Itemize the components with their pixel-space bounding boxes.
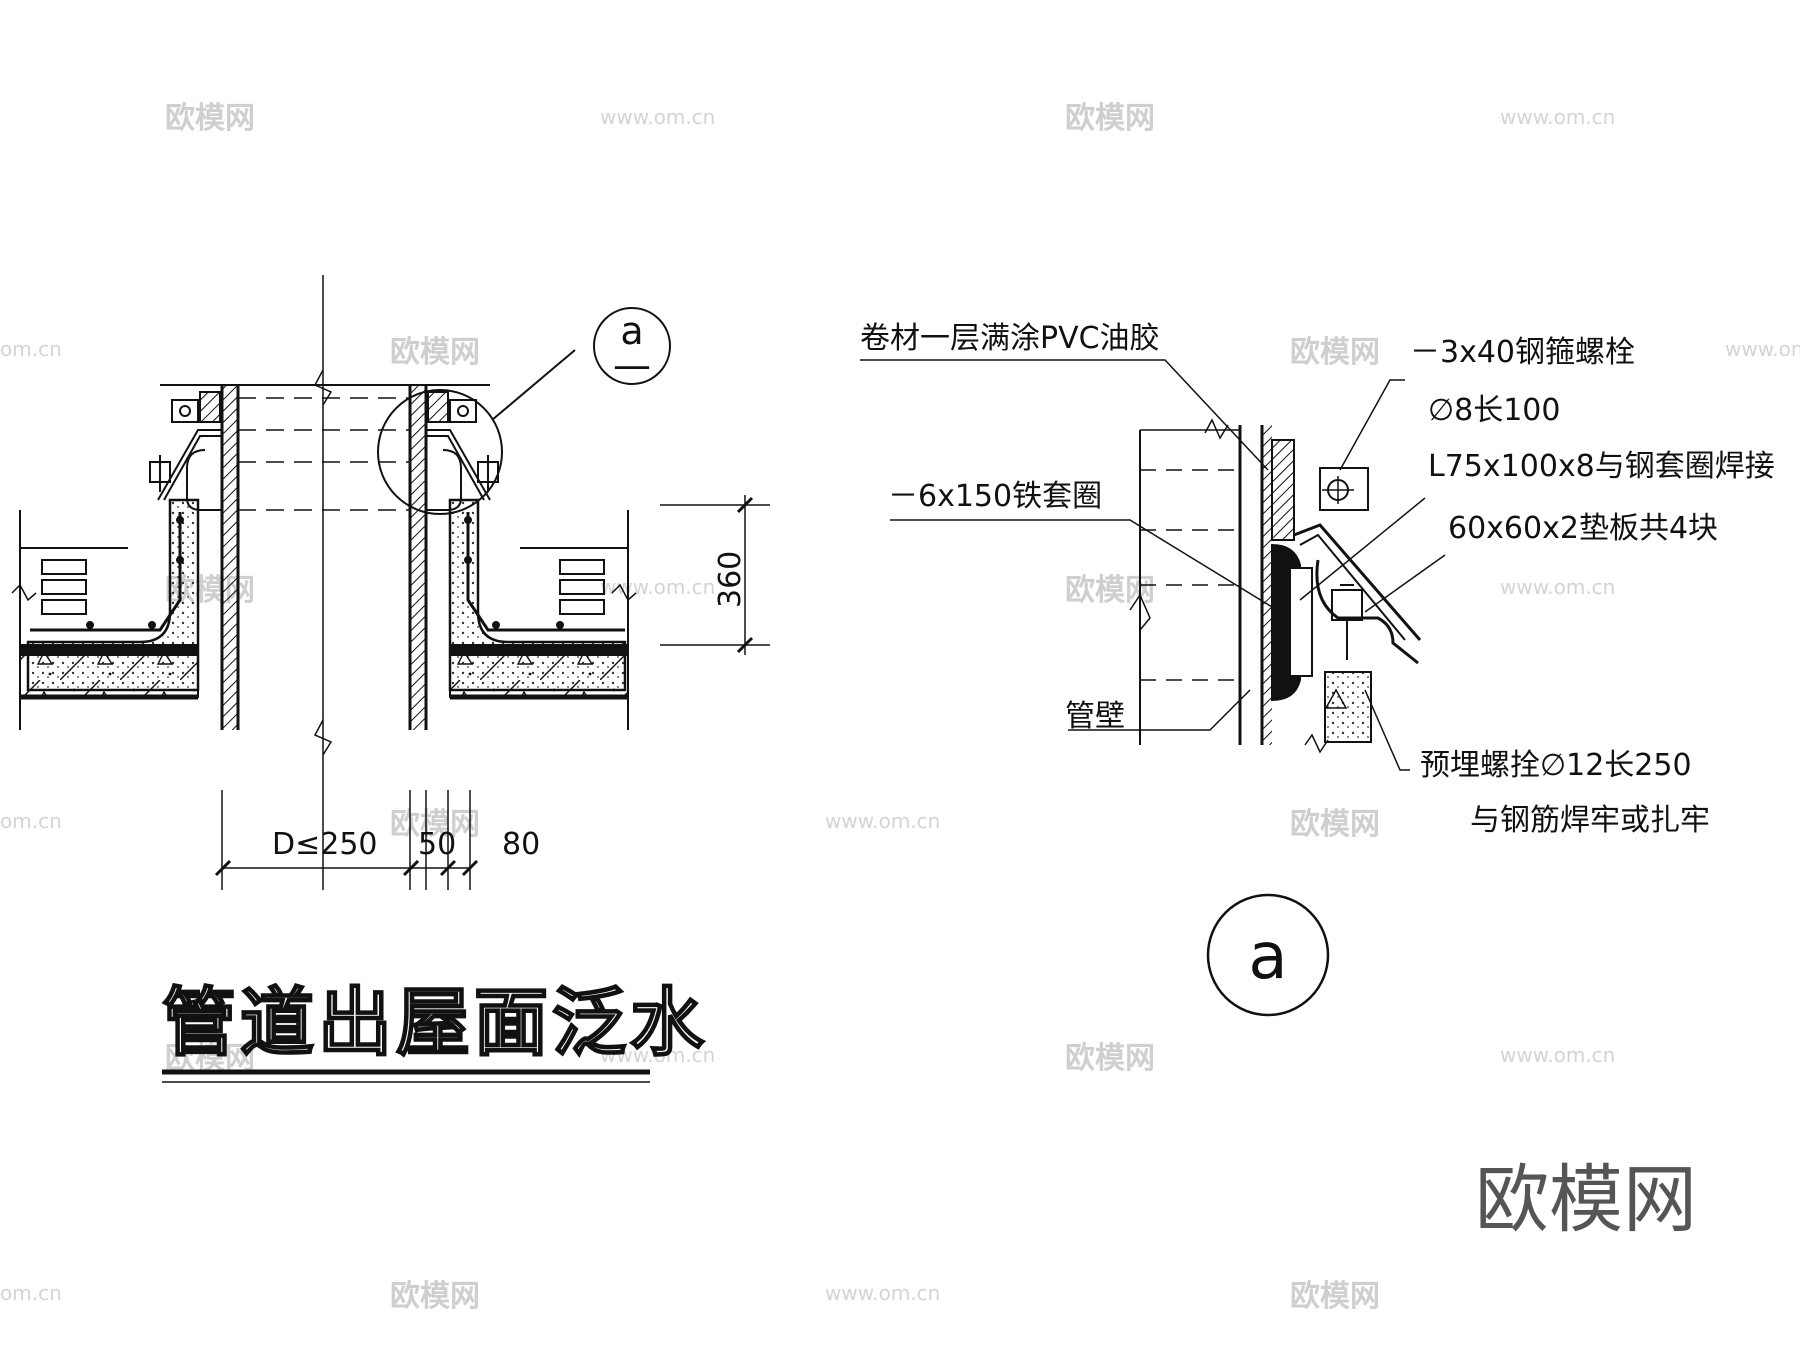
- watermark-text: 欧模网: [1290, 1279, 1380, 1314]
- label-pipe-wall: 管壁: [1065, 699, 1125, 734]
- watermark-url: www.om.cn: [600, 575, 715, 599]
- curb-left: [26, 498, 200, 692]
- dimension-360: [660, 495, 770, 655]
- watermark-text: 欧模网: [1065, 101, 1155, 136]
- watermark-url: www.om.cn: [600, 105, 715, 129]
- watermark-url: www.om.cn: [825, 809, 940, 833]
- flashing-right: [426, 391, 499, 511]
- label-angle: L75x100x8与钢套圈焊接: [1428, 449, 1775, 484]
- watermark-text: 欧模网: [1290, 335, 1380, 370]
- break-mark: [313, 719, 333, 756]
- insulation-left: [11, 547, 128, 615]
- detail-callout-circle: [377, 389, 503, 515]
- callout-leader: [491, 349, 576, 421]
- detail-marker-sub: —: [613, 343, 651, 387]
- watermark-url: www.om.cn: [600, 1043, 715, 1067]
- detail-a-marker-label: a: [1248, 920, 1287, 994]
- pipe-wall-right: [408, 385, 428, 730]
- break-mark: [1204, 418, 1229, 440]
- watermark-text: 欧模网: [390, 335, 480, 370]
- detail-marker-label: a: [620, 309, 643, 353]
- pipe-hidden-lines: [238, 397, 410, 511]
- insulation-right: [520, 547, 637, 615]
- watermark-url: om.cn: [0, 1281, 62, 1305]
- watermark-url: www.om.cn: [825, 1281, 940, 1305]
- detail-marker-circle: [593, 307, 671, 385]
- detail-a-marker-circle: [1206, 893, 1330, 1017]
- label-clamp: －3x40钢箍螺栓: [1410, 335, 1635, 370]
- break-mark: [1304, 733, 1329, 754]
- watermark-url: om.cn: [0, 337, 62, 361]
- watermark-layer: 欧模网 www.om.cn 欧模网 www.om.cn om.cn 欧模网 欧模…: [0, 101, 1800, 1314]
- pipe-wall-left: [220, 385, 240, 730]
- watermark-text: 欧模网: [1065, 573, 1155, 608]
- flashing-left: [149, 391, 222, 511]
- label-sleeve: －6x150铁套圈: [888, 479, 1102, 514]
- embedded-block: [1324, 671, 1372, 743]
- dimension-gap-label: 50: [418, 827, 456, 862]
- pipe-section-drawing: [11, 275, 770, 890]
- watermark-text: 欧模网: [390, 1279, 480, 1314]
- membrane-hatch: [1271, 439, 1295, 541]
- clamp-bolt-box: [1319, 467, 1369, 511]
- roof-slab-left: [19, 510, 199, 730]
- label-membrane: 卷材一层满涂PVC油胶: [860, 321, 1160, 356]
- dimension-curb-label: 80: [502, 827, 540, 862]
- watermark-url: www.om.cn: [1500, 1043, 1615, 1067]
- angle-bracket: [1293, 523, 1422, 641]
- label-embedded-note: 与钢筋焊牢或扎牢: [1470, 803, 1710, 838]
- dimension-bottom: [214, 790, 479, 890]
- watermark-text: 欧模网: [1065, 1041, 1155, 1076]
- watermark-text: 欧模网: [165, 101, 255, 136]
- brand-logo-text: 欧模网: [1475, 1157, 1697, 1243]
- watermark-text: 欧模网: [390, 807, 480, 842]
- detail-a-drawing: [1129, 418, 1422, 754]
- dimension-diameter-label: D≤250: [272, 827, 378, 862]
- watermark-url: www.om.cn: [1500, 105, 1615, 129]
- roof-slab-right: [449, 510, 629, 730]
- label-bolt: ∅8长100: [1428, 393, 1560, 428]
- watermark-text: 欧模网: [1290, 807, 1380, 842]
- leader-lines: [860, 359, 1446, 771]
- label-pad: 60x60x2垫板共4块: [1448, 511, 1718, 546]
- drawing-title: 管道出屋面泛水: [162, 980, 708, 1066]
- watermark-url: www.om.cn: [1500, 575, 1615, 599]
- dimension-height-label: 360: [713, 551, 748, 608]
- watermark-url: om.cn: [0, 809, 62, 833]
- label-embedded-bolt: 预埋螺拴∅12长250: [1420, 748, 1692, 783]
- watermark-url: www.om.cn: [1725, 337, 1800, 361]
